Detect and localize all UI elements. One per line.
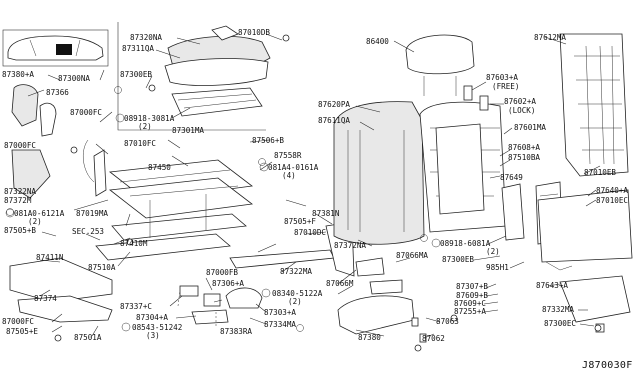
label-87608-A: 87608+A — [508, 143, 540, 152]
label-86400: 86400 — [366, 37, 389, 46]
label-87000FC-b: 87000FC — [4, 141, 36, 150]
label-08340-5122A: 08340-5122A — [272, 289, 323, 298]
label-87410M: 87410M — [120, 239, 148, 248]
label-87381N: 87381N — [312, 209, 340, 218]
label-87066MA: 87066MA — [396, 251, 428, 260]
label-87322MA: 87322MA — [280, 267, 312, 276]
label-87300EB-b: 87300EB — [442, 255, 474, 264]
label-87300NA: 87300NA — [58, 74, 90, 83]
label-081A4-0161A: 081A4-0161A — [268, 163, 319, 172]
label-87066M: 87066M — [326, 279, 354, 288]
label-87643-A: 87643+A — [536, 281, 568, 290]
label-87506-B: 87506+B — [252, 136, 284, 145]
label-87602-A: 87602+A — [504, 97, 536, 106]
back-board-parts — [537, 33, 633, 333]
label-87063: 87063 — [436, 317, 459, 326]
label-08543-qty: (3) — [146, 331, 160, 340]
label-87558R: 87558R — [274, 151, 302, 160]
label-87332MA: 87332MA — [542, 305, 574, 314]
label-87510BA: 87510BA — [508, 153, 540, 162]
label-985H1: 985H1 — [486, 263, 509, 272]
label-sec-253: SEC.253 — [72, 227, 104, 236]
seatback-parts — [333, 34, 563, 245]
label-87062: 87062 — [422, 334, 445, 343]
label-87320NA: 87320NA — [130, 33, 162, 42]
label-87010EB: 87010EB — [584, 168, 616, 177]
label-87010FC: 87010FC — [124, 139, 156, 148]
label-87510A: 87510A — [88, 263, 116, 272]
label-08543-51242: 08543-51242 — [132, 323, 182, 332]
label-87304-A: 87304+A — [136, 313, 168, 322]
label-87611QA: 87611QA — [318, 116, 350, 125]
label-87411N: 87411N — [36, 253, 64, 262]
label-87311QA: 87311QA — [122, 44, 154, 53]
label-87300EB: 87300EB — [120, 70, 152, 79]
label-87307-B: 87307+B — [456, 282, 488, 291]
label-87505-B: 87505+B — [4, 226, 36, 235]
label-87640-A: 87640+A — [596, 186, 628, 195]
label-87450: 87450 — [148, 163, 171, 172]
label-081A0-6121A: 081A0-6121A — [14, 209, 65, 218]
label-87010DC: 87010DC — [294, 228, 326, 237]
bolt-icon — [54, 34, 602, 352]
label-87372NA: 87372NA — [334, 241, 366, 250]
label-87620PA: 87620PA — [318, 100, 350, 109]
label-081A0-qty: (2) — [28, 217, 42, 226]
circled-prefix-markers — [5, 113, 441, 332]
label-87300EC: 87300EC — [544, 319, 576, 328]
label-87501A: 87501A — [74, 333, 102, 342]
leader-lines — [27, 33, 601, 339]
label-081A4-qty: (4) — [282, 171, 296, 180]
label-87000FC-c: 87000FC — [2, 317, 34, 326]
label-87603-A: 87603+A — [486, 73, 518, 82]
label-87383RA: 87383RA — [220, 327, 252, 336]
label-87372M: 87372M — [4, 196, 32, 205]
label-87380-A: 87380+A — [2, 70, 34, 79]
label-lock: (LOCK) — [508, 106, 535, 115]
label-87612MA: 87612MA — [534, 33, 566, 42]
label-free: (FREE) — [492, 82, 519, 91]
label-87019MA: 87019MA — [76, 209, 108, 218]
label-87334MA: 87334MA — [264, 320, 296, 329]
label-87010EC: 87010EC — [596, 196, 628, 205]
cushion-group-box — [117, 22, 271, 131]
label-08340-qty: (2) — [288, 297, 302, 306]
switch-parts — [179, 257, 427, 343]
label-87380: 87380 — [358, 333, 381, 342]
label-87337-C: 87337+C — [120, 302, 152, 311]
label-87601MA: 87601MA — [514, 123, 546, 132]
label-87649: 87649 — [500, 173, 523, 182]
label-87322NA: 87322NA — [4, 187, 36, 196]
label-87255-A: 87255+A — [454, 307, 486, 316]
label-87609-B: 87609+B — [456, 291, 488, 300]
label-87505-E: 87505+E — [6, 327, 38, 336]
label-08918-6081A-qty: (2) — [486, 247, 500, 256]
label-87303-A: 87303+A — [264, 308, 296, 317]
label-87366: 87366 — [46, 88, 69, 97]
label-87000FC-a: 87000FC — [70, 108, 102, 117]
label-08918-3081A-qty: (2) — [138, 122, 152, 131]
car-locator-icon — [2, 29, 109, 67]
part-labels: 87320NA 87311QA 87010DB 86400 87612MA 87… — [2, 28, 633, 371]
label-08918-6081A: 08918-6081A — [440, 239, 491, 248]
label-87609-C: 87609+C — [454, 299, 486, 308]
label-87306-A: 87306+A — [212, 279, 244, 288]
label-87301MA: 87301MA — [172, 126, 204, 135]
label-08918-3081A: 08918-3081A — [124, 114, 175, 123]
label-87000FB: 87000FB — [206, 268, 238, 277]
label-87374: 87374 — [34, 294, 57, 303]
label-87010DB: 87010DB — [238, 28, 270, 37]
clip-icon — [6, 86, 428, 332]
label-87505-F: 87505+F — [284, 217, 316, 226]
diagram-code: J870030F — [582, 360, 633, 371]
